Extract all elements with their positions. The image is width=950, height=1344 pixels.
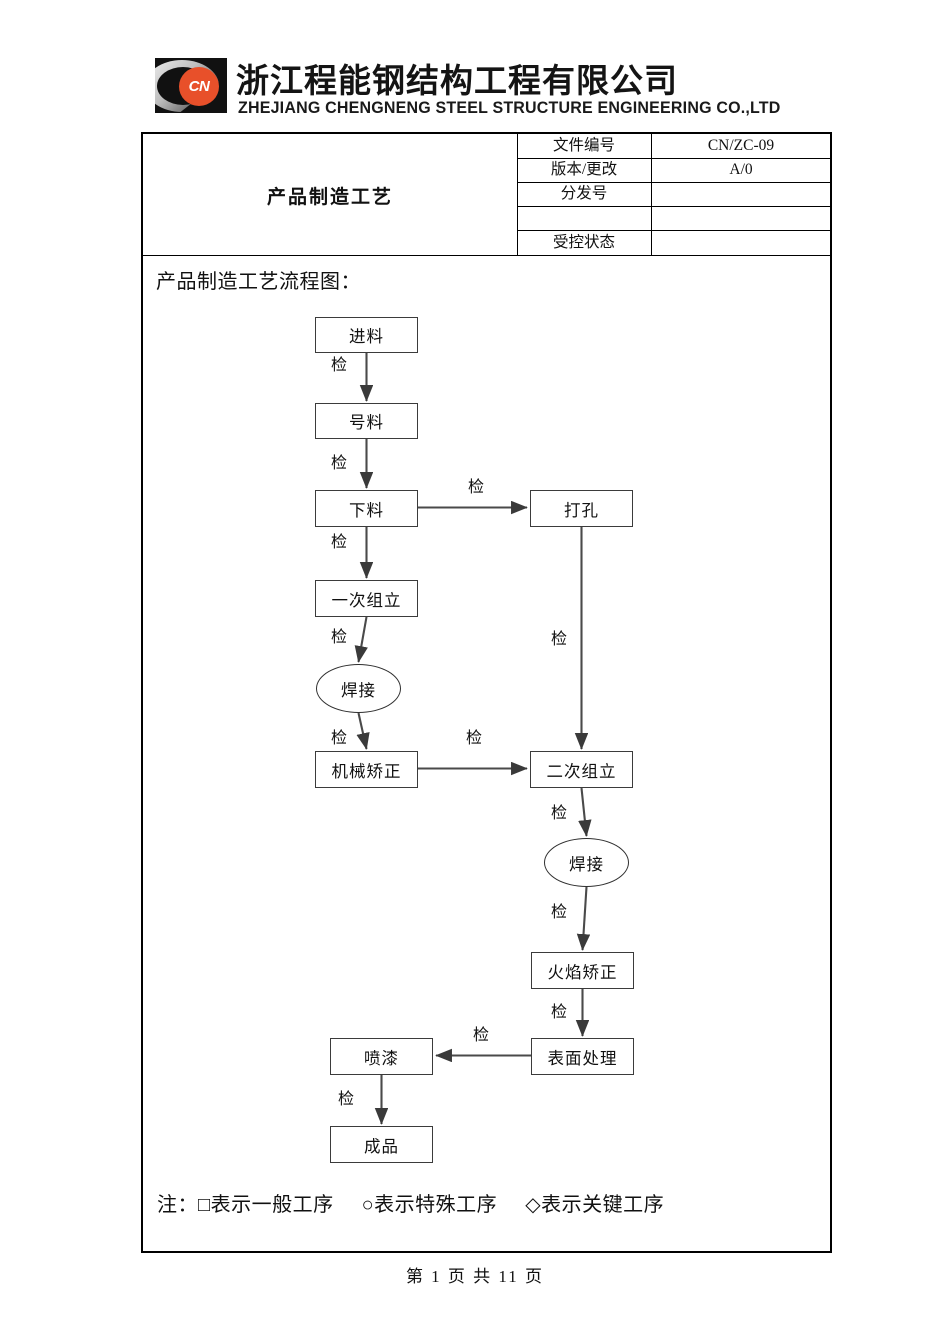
edge-hanjie2-huoyanjz: [576, 886, 591, 951]
header-value-0: CN/ZC-09: [707, 137, 775, 154]
logo-text: CN: [188, 78, 210, 95]
edge-label-haoliao-to-xialiao: 检: [331, 455, 348, 472]
flow-node-chengpin: 成品: [330, 1126, 433, 1163]
flow-node-hanjie2: 焊接: [544, 838, 629, 887]
edge-label-xialiao-to-yicizuli: 检: [331, 534, 348, 551]
flow-node-yicizuli: 一次组立: [315, 580, 418, 617]
header-label-4: 受控状态: [552, 233, 615, 251]
document-header-table: 产品制造工艺 文件编号 CN/ZC-09 版本/更改 A/0 分发号受控状态: [143, 134, 830, 256]
flow-node-ercizuli: 二次组立: [530, 751, 633, 788]
flow-arrows: [354, 353, 592, 1125]
header-label-1: 版本/更改: [550, 161, 618, 179]
edge-label-dakong-to-ercizuli: 检: [551, 631, 568, 648]
edge-hanjie1-jixiejz: [356, 712, 370, 750]
header-hline-4: [517, 230, 830, 232]
document-title: 产品制造工艺: [266, 185, 393, 208]
flow-node-huoyanjz: 火焰矫正: [531, 952, 634, 989]
cn-logo-icon: CN: [155, 58, 227, 113]
legend-item-2: ◇表示关键工序: [525, 1194, 665, 1216]
document-frame: 产品制造工艺 文件编号 CN/ZC-09 版本/更改 A/0 分发号受控状态 产品制造工…: [141, 132, 832, 1253]
header-hline-1: [517, 157, 830, 159]
header-value-1: A/0: [729, 161, 753, 179]
flow-node-xialiao: 下料: [315, 490, 418, 527]
company-name-en: ZHEJIANG CHENGNENG STEEL STRUCTURE ENGIN…: [238, 99, 781, 117]
header-vline-1: [517, 134, 518, 256]
edge-label-hanjie1-to-jixiejz: 检: [331, 730, 348, 747]
flow-node-hanjie1: 焊接: [316, 664, 401, 713]
flow-node-biaomiancl: 表面处理: [531, 1038, 634, 1075]
flow-node-jinliao: 进料: [315, 317, 418, 353]
company-name-cn: 浙江程能钢结构工程有限公司: [236, 61, 678, 100]
legend-item-1: ○表示特殊工序: [361, 1194, 498, 1216]
header-label-0: 文件编号: [552, 137, 615, 154]
edge-label-penqi-to-chengpin: 检: [338, 1091, 355, 1108]
legend: 注：□表示一般工序 ○表示特殊工序 ◇表示关键工序: [157, 1188, 664, 1217]
flow-node-jixiejz: 机械矫正: [315, 751, 418, 788]
header-label-2: 分发号: [560, 185, 608, 203]
edge-label-jixiejz-to-ercizuli: 检: [466, 730, 483, 747]
flow-node-dakong: 打孔: [530, 490, 633, 527]
edge-label-hanjie2-to-huoyanjz: 检: [551, 904, 568, 921]
letterhead: CN 浙江程能钢结构工程有限公司 ZHEJIANG CHENGNENG STEE…: [141, 48, 841, 128]
page-footer: 第 1 页 共 11 页: [405, 1267, 545, 1286]
edge-label-biaomiancl-to-penqi: 检: [473, 1027, 490, 1044]
edge-ercizuli-hanjie2: [578, 787, 592, 837]
header-vline-2: [651, 134, 652, 256]
edge-label-xialiao-to-dakong: 检: [468, 479, 485, 496]
edge-label-yicizuli-to-hanjie1: 检: [331, 629, 348, 646]
edge-label-huoyanjz-to-biaomiancl: 检: [551, 1004, 568, 1021]
header-bottom-line: [143, 255, 830, 256]
edge-label-ercizuli-to-hanjie2: 检: [551, 805, 568, 822]
header-hline-2: [517, 181, 830, 183]
flow-node-haoliao: 号料: [315, 403, 418, 439]
header-hline-3: [517, 206, 830, 208]
logo-disc-icon: [179, 67, 219, 106]
process-flow-diagram: 进料号料下料打孔一次组立焊接机械矫正二次组立焊接火焰矫正表面处理喷漆成品 检检检…: [143, 134, 830, 1251]
flow-node-penqi: 喷漆: [330, 1038, 433, 1075]
legend-prefix: 注：: [157, 1194, 198, 1216]
legend-item-0: □表示一般工序: [198, 1194, 334, 1216]
section-title: 产品制造工艺流程图：: [156, 271, 361, 293]
edge-yicizuli-hanjie1: [354, 616, 368, 663]
edge-label-jinliao-to-haoliao: 检: [331, 357, 348, 374]
